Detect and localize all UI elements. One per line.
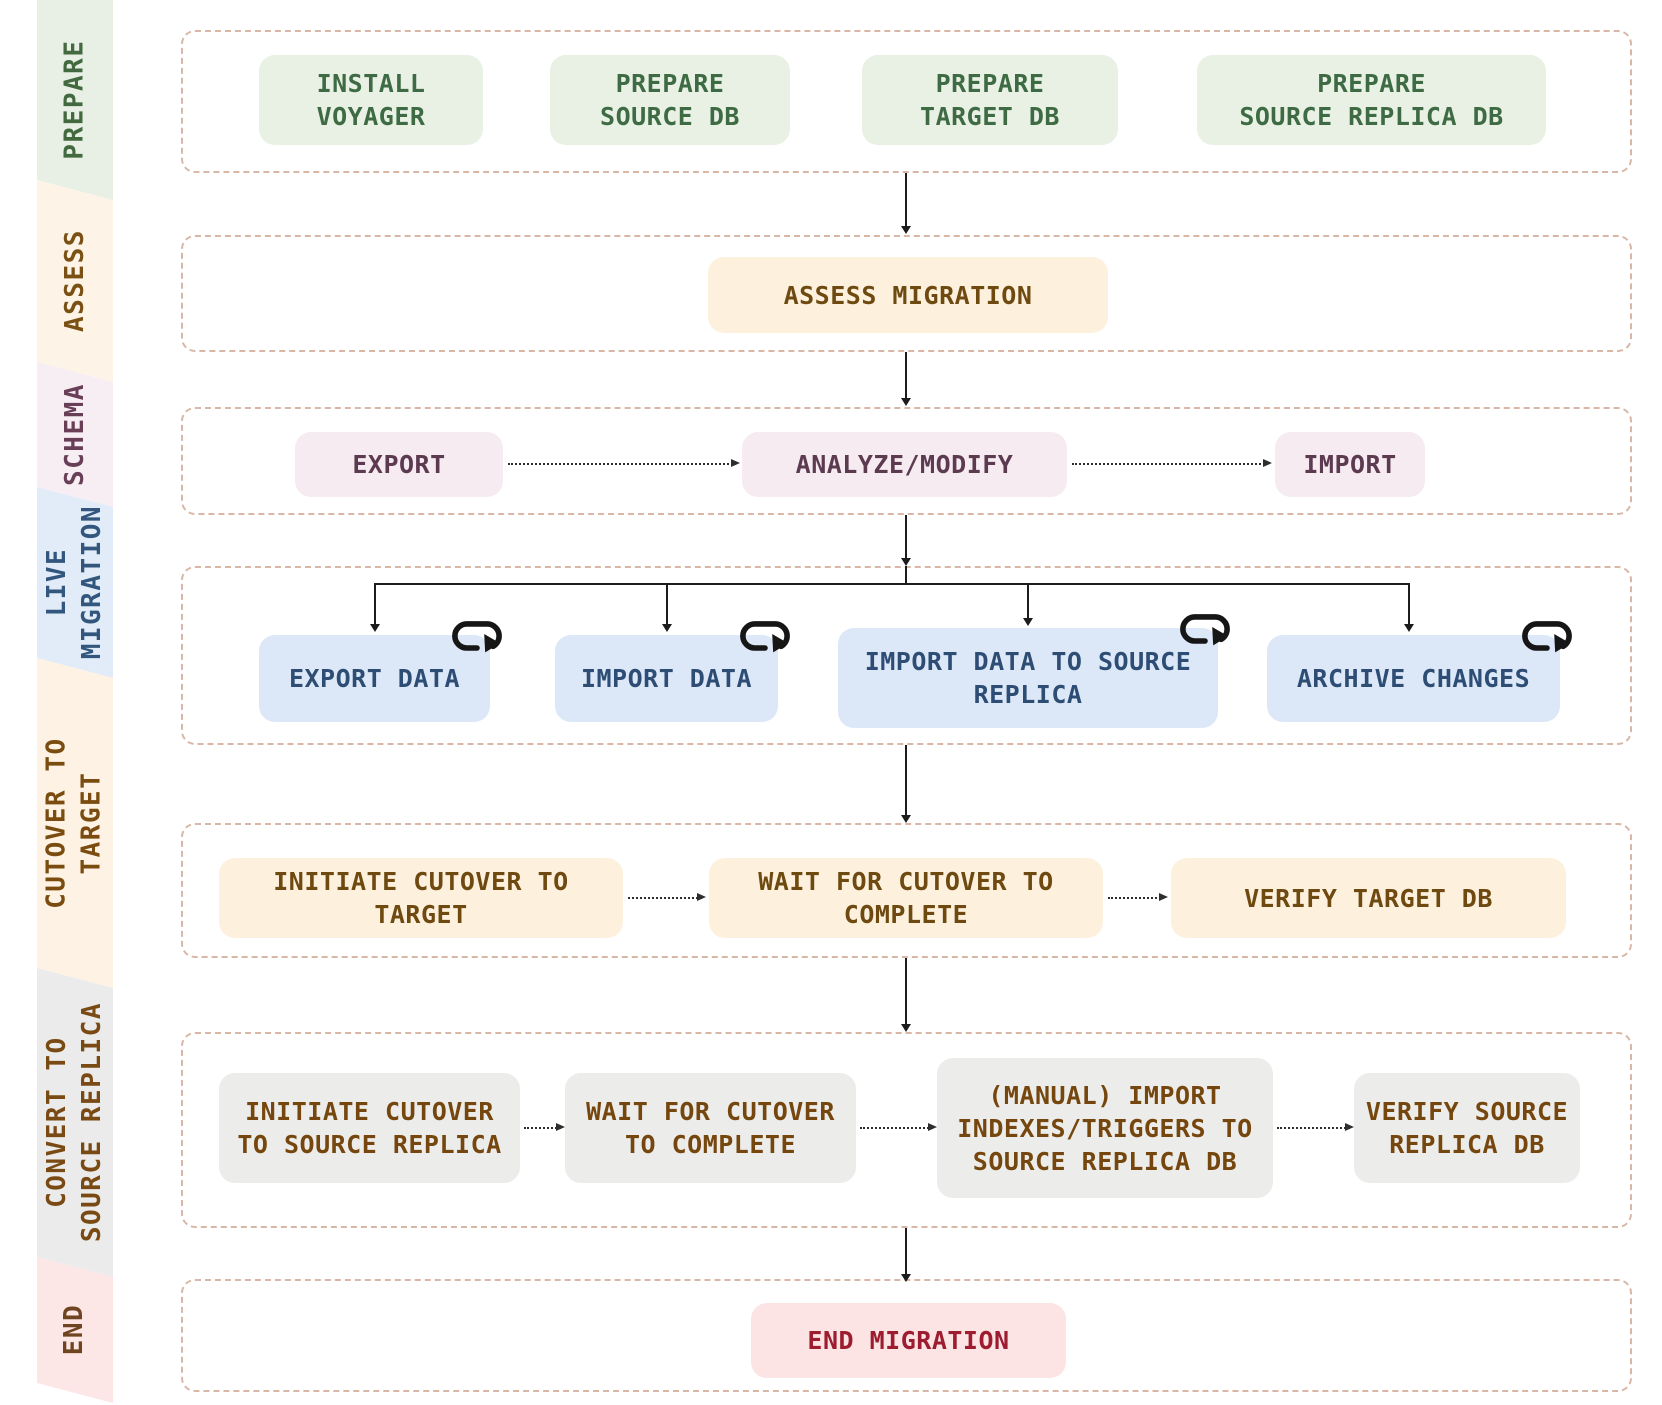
node-label: WAIT FOR CUTOVER TO COMPLETE (758, 867, 1054, 929)
stage-convert-to-source-replica (181, 1032, 1632, 1228)
node-label: IMPORT DATA (580, 664, 753, 693)
node-export-data: EXPORT DATA (259, 621, 502, 722)
arrow-manual-to-verify-replica (1277, 1123, 1354, 1131)
branch-drop-import-data-to-source-replica (1023, 583, 1033, 626)
node-import-schema: IMPORT (1275, 432, 1425, 497)
node-end-migration: END MIGRATION (751, 1303, 1066, 1378)
sidebar-band-label: SCHEMA (59, 383, 90, 486)
sidebar-band-schema: SCHEMA (37, 362, 113, 507)
arrow-live-migration-to-cutover (901, 745, 911, 823)
sidebar-band-live-migration: LIVE MIGRATION (37, 487, 113, 678)
node-label: EXPORT DATA (288, 664, 461, 693)
sidebar-band-label: CONVERT TO SOURCE REPLICA (41, 1002, 107, 1243)
node-label: EXPORT (352, 450, 446, 479)
sidebar-band-label: LIVE MIGRATION (41, 505, 108, 660)
stage-assess (181, 235, 1632, 352)
node-analyze-modify-schema: ANALYZE/MODIFY (742, 432, 1067, 497)
branch-drop-import-data (662, 583, 672, 632)
arrow-assess-to-schema (901, 352, 911, 406)
sidebar-band-label: PREPARE (59, 39, 90, 161)
node-label: INITIATE CUTOVER TO SOURCE REPLICA (237, 1097, 502, 1159)
node-label: END MIGRATION (807, 1326, 1010, 1355)
node-label: PREPARE SOURCE DB (600, 69, 740, 131)
node-initiate-cutover-to-source-replica: INITIATE CUTOVER TO SOURCE REPLICA (219, 1073, 520, 1183)
node-label: VERIFY TARGET DB (1244, 883, 1493, 913)
branch-stub (905, 566, 907, 583)
branch-drop-archive-changes (1404, 583, 1414, 632)
stage-schema (181, 407, 1632, 515)
node-export-schema: EXPORT (295, 432, 503, 497)
arrow-prepare-to-assess (901, 173, 911, 234)
branch-line (374, 583, 1410, 585)
node-label: VERIFY SOURCE REPLICA DB (1365, 1097, 1569, 1159)
node-wait-cutover-complete-replica: WAIT FOR CUTOVER TO COMPLETE (565, 1073, 856, 1183)
arrow-wait-to-manual-import (860, 1123, 937, 1131)
loop-icon (740, 621, 790, 653)
node-prepare-target-db: PREPARE TARGET DB (862, 55, 1118, 145)
node-assess-migration: ASSESS MIGRATION (708, 257, 1108, 333)
sidebar-band-prepare: PREPARE (37, 0, 113, 200)
stage-prepare (181, 30, 1632, 173)
sidebar-band-convert-to-source-replica: CONVERT TO SOURCE REPLICA (37, 968, 113, 1277)
arrow-cutover-to-convert (901, 958, 911, 1032)
node-label: ANALYZE/MODIFY (795, 450, 1014, 479)
node-label: IMPORT (1303, 450, 1397, 479)
node-prepare-source-replica-db: PREPARE SOURCE REPLICA DB (1197, 55, 1546, 145)
node-verify-target-db: VERIFY TARGET DB (1171, 858, 1566, 938)
arrow-convert-to-end (901, 1228, 911, 1282)
arrow-schema-to-live-migration (901, 515, 911, 566)
sidebar-band-end: END (37, 1257, 113, 1403)
arrow-initiate-to-wait-target (628, 893, 706, 901)
node-label: PREPARE TARGET DB (920, 69, 1060, 131)
node-wait-cutover-complete-target: WAIT FOR CUTOVER TO COMPLETE (709, 858, 1103, 938)
sidebar-band-label: ASSESS (59, 229, 90, 333)
node-label: (MANUAL) IMPORT INDEXES/TRIGGERS TO SOUR… (957, 1080, 1253, 1176)
arrow-export-to-analyze (508, 459, 740, 467)
sidebar-band-assess: ASSESS (37, 180, 113, 382)
node-label: PREPARE SOURCE REPLICA DB (1239, 69, 1504, 131)
node-import-data-to-source-replica: IMPORT DATA TO SOURCE REPLICA (838, 614, 1230, 728)
node-label: INITIATE CUTOVER TO TARGET (273, 867, 569, 929)
sidebar-band-label: END (59, 1304, 90, 1356)
node-label: INSTALL VOYAGER (316, 69, 426, 131)
branch-drop-export-data (370, 583, 380, 632)
node-verify-source-replica-db: VERIFY SOURCE REPLICA DB (1354, 1073, 1580, 1183)
node-manual-import-indexes-triggers: (MANUAL) IMPORT INDEXES/TRIGGERS TO SOUR… (937, 1058, 1273, 1198)
node-archive-changes: ARCHIVE CHANGES (1267, 621, 1572, 722)
loop-icon (452, 621, 502, 653)
loop-icon (1522, 621, 1572, 653)
node-import-data: IMPORT DATA (555, 621, 790, 722)
node-label: ASSESS MIGRATION (783, 280, 1033, 310)
node-initiate-cutover-to-target: INITIATE CUTOVER TO TARGET (219, 858, 623, 938)
arrow-initiate-to-wait-replica (524, 1123, 565, 1131)
node-label: IMPORT DATA TO SOURCE REPLICA (864, 647, 1192, 709)
loop-icon (1180, 614, 1230, 646)
sidebar-band-cutover-to-target: CUTOVER TO TARGET (37, 658, 113, 988)
arrow-analyze-to-import (1072, 459, 1272, 467)
node-install-voyager: INSTALL VOYAGER (259, 55, 483, 145)
stage-cutover-to-target (181, 823, 1632, 958)
node-label: ARCHIVE CHANGES (1296, 664, 1531, 693)
sidebar-band-label: CUTOVER TO TARGET (41, 737, 108, 909)
node-label: WAIT FOR CUTOVER TO COMPLETE (586, 1097, 835, 1159)
node-prepare-source-db: PREPARE SOURCE DB (550, 55, 790, 145)
arrow-wait-to-verify-target (1108, 893, 1168, 901)
